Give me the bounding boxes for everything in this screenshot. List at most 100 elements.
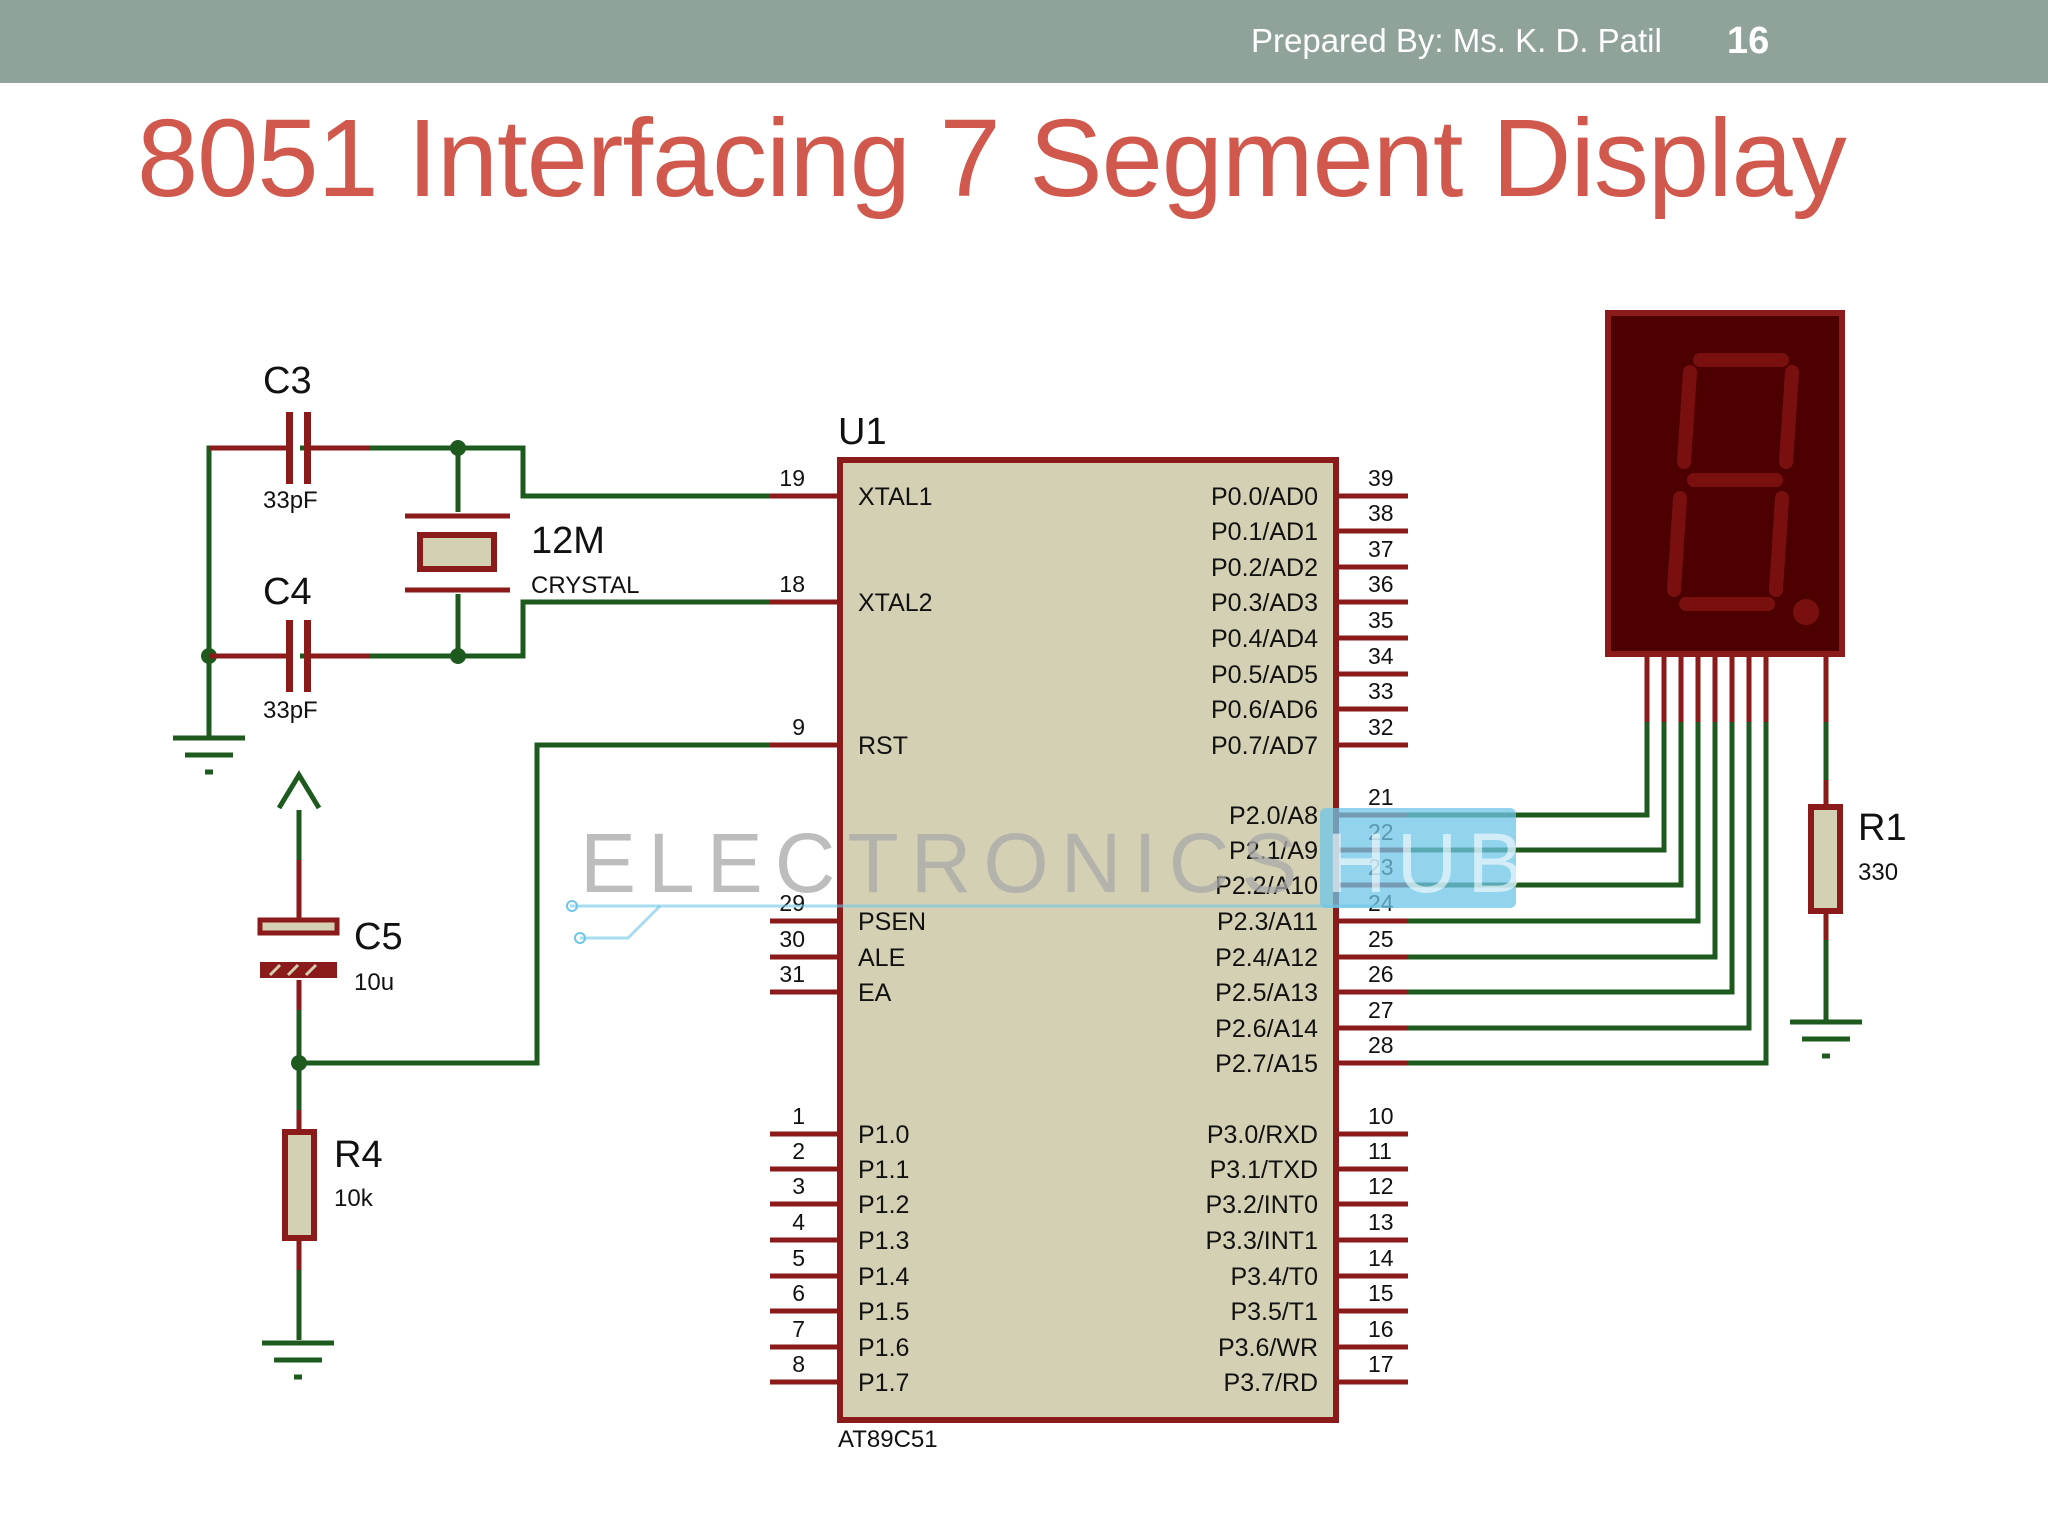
mcu-pin-name: P2.7/A15 (1215, 1050, 1318, 1078)
mcu-pin-name: XTAL2 (858, 589, 933, 617)
mcu-pin-name: XTAL1 (858, 483, 933, 511)
mcu-pin-name: P1.7 (858, 1369, 909, 1397)
mcu-pin-number: 7 (792, 1316, 805, 1342)
crystal-ref: 12M (531, 520, 605, 562)
mcu-pin-name: P3.4/T0 (1230, 1263, 1318, 1291)
mcu-pin-number: 1 (792, 1103, 805, 1129)
watermark-badge: HUB (1326, 816, 1533, 910)
mcu-pin-name: RST (858, 732, 908, 760)
mcu-pin-name: P0.1/AD1 (1211, 518, 1318, 546)
mcu-pin-name: P1.1 (858, 1156, 909, 1184)
mcu-pin-number: 3 (792, 1173, 805, 1199)
mcu-pin-name: P3.6/WR (1218, 1334, 1318, 1362)
mcu-pin-number: 21 (1368, 784, 1394, 810)
mcu-pin-name: P3.2/INT0 (1205, 1191, 1318, 1219)
mcu-pin-name: P2.1/A9 (1229, 837, 1318, 865)
mcu-part: AT89C51 (838, 1426, 938, 1453)
mcu-pin-name: P1.5 (858, 1298, 909, 1326)
mcu-pin-number: 15 (1368, 1280, 1394, 1306)
mcu-pin-number: 11 (1368, 1138, 1392, 1164)
mcu-pin-number: 33 (1368, 678, 1394, 704)
mcu-pin-name: P1.0 (858, 1121, 909, 1149)
mcu-pin-number: 34 (1368, 643, 1394, 669)
r4-value: 10k (334, 1185, 374, 1212)
mcu-pin-name: P2.2/A10 (1215, 872, 1318, 900)
slide-title: 8051 Interfacing 7 Segment Display (137, 97, 1847, 220)
mcu-pin-name: P0.7/AD7 (1211, 732, 1318, 760)
mcu-pin-number: 10 (1368, 1103, 1394, 1129)
watermark: ELECTRONICS HUB (566, 808, 1533, 944)
mcu-pin-number: 25 (1368, 926, 1394, 952)
mcu-pin-name: P2.3/A11 (1217, 908, 1318, 936)
c3-value: 33pF (263, 487, 318, 514)
mcu-pin-name: P0.0/AD0 (1211, 483, 1318, 511)
r1-ref: R1 (1858, 807, 1907, 849)
resistor-r1 (1808, 780, 1843, 940)
mcu-pin-name: P3.3/INT1 (1205, 1227, 1318, 1255)
mcu-pin-name: P2.6/A14 (1215, 1015, 1318, 1043)
c3-ref: C3 (263, 360, 312, 402)
c5-ref: C5 (354, 916, 403, 958)
c4-ref: C4 (263, 571, 312, 613)
mcu-pin-number: 5 (792, 1245, 805, 1271)
seven-segment-display (1605, 310, 1845, 722)
mcu-pin-name: P1.4 (858, 1263, 910, 1291)
mcu-pin-name: P2.0/A8 (1229, 802, 1318, 830)
mcu-pin-number: 2 (792, 1138, 805, 1164)
header-bar: Prepared By: Ms. K. D. Patil 16 (0, 0, 2048, 83)
mcu-pin-name: EA (858, 979, 892, 1007)
segment-digit-icon (1667, 353, 1819, 625)
watermark-text: ELECTRONICS (580, 816, 1309, 910)
mcu-pin-name: P3.1/TXD (1210, 1156, 1318, 1184)
mcu-pin-number: 9 (792, 714, 805, 740)
mcu-pin-number: 17 (1368, 1351, 1394, 1377)
r1-value: 330 (1858, 859, 1898, 886)
power-arrow-icon (276, 770, 322, 810)
resistor-r4 (282, 1110, 317, 1270)
mcu-pin-name: P0.6/AD6 (1211, 696, 1318, 724)
mcu-pin-number: 29 (779, 890, 805, 916)
mcu-pin-number: 31 (779, 961, 805, 987)
mcu-pin-number: 6 (792, 1280, 805, 1306)
mcu-pin-number: 32 (1368, 714, 1394, 740)
capacitor-c5 (257, 860, 340, 1010)
mcu-pin-number: 19 (779, 465, 805, 491)
mcu-pin-name: P0.2/AD2 (1211, 554, 1318, 582)
mcu-pin-number: 18 (779, 571, 805, 597)
mcu-pin-name: PSEN (858, 908, 926, 936)
capacitor-c4 (209, 620, 370, 692)
c5-value: 10u (354, 969, 394, 996)
capacitor-c3 (209, 412, 370, 484)
mcu-pin-name: P0.3/AD3 (1211, 589, 1318, 617)
mcu-pin-number: 27 (1368, 997, 1394, 1023)
mcu-pin-name: ALE (858, 944, 905, 972)
prepared-by-label: Prepared By: Ms. K. D. Patil (1251, 22, 1662, 59)
ground-icon (1790, 1019, 1862, 1059)
mcu-pin-number: 36 (1368, 571, 1394, 597)
mcu-pin-name: P1.2 (858, 1191, 909, 1219)
crystal-value: CRYSTAL (531, 572, 639, 599)
mcu-pin-number: 30 (779, 926, 805, 952)
mcu-pin-number: 8 (792, 1351, 805, 1377)
r4-ref: R4 (334, 1134, 383, 1176)
mcu-body (837, 457, 1339, 1423)
mcu-pin-name: P3.5/T1 (1230, 1298, 1318, 1326)
mcu-pin-number: 28 (1368, 1032, 1394, 1058)
mcu-pin-number: 38 (1368, 500, 1394, 526)
ground-icon (262, 1340, 334, 1380)
mcu-pin-name: P1.3 (858, 1227, 909, 1255)
junction-dots (201, 440, 466, 1071)
mcu-pins: 19XTAL118XTAL29RST29PSEN30ALE31EA1P1.02P… (770, 465, 1408, 1397)
mcu-pin-name: P2.5/A13 (1215, 979, 1318, 1007)
mcu-pin-number: 4 (792, 1209, 805, 1235)
ground-icon (173, 735, 245, 775)
c4-value: 33pF (263, 697, 318, 724)
mcu-pin-number: 37 (1368, 536, 1394, 562)
mcu-pin-name: P0.4/AD4 (1211, 625, 1318, 653)
page-number: 16 (1727, 20, 1770, 62)
mcu-pin-number: 13 (1368, 1209, 1394, 1235)
mcu-pin-number: 14 (1368, 1245, 1394, 1271)
mcu-pin-number: 26 (1368, 961, 1394, 987)
mcu-pin-name: P0.5/AD5 (1211, 661, 1318, 689)
mcu-pin-name: P1.6 (858, 1334, 909, 1362)
